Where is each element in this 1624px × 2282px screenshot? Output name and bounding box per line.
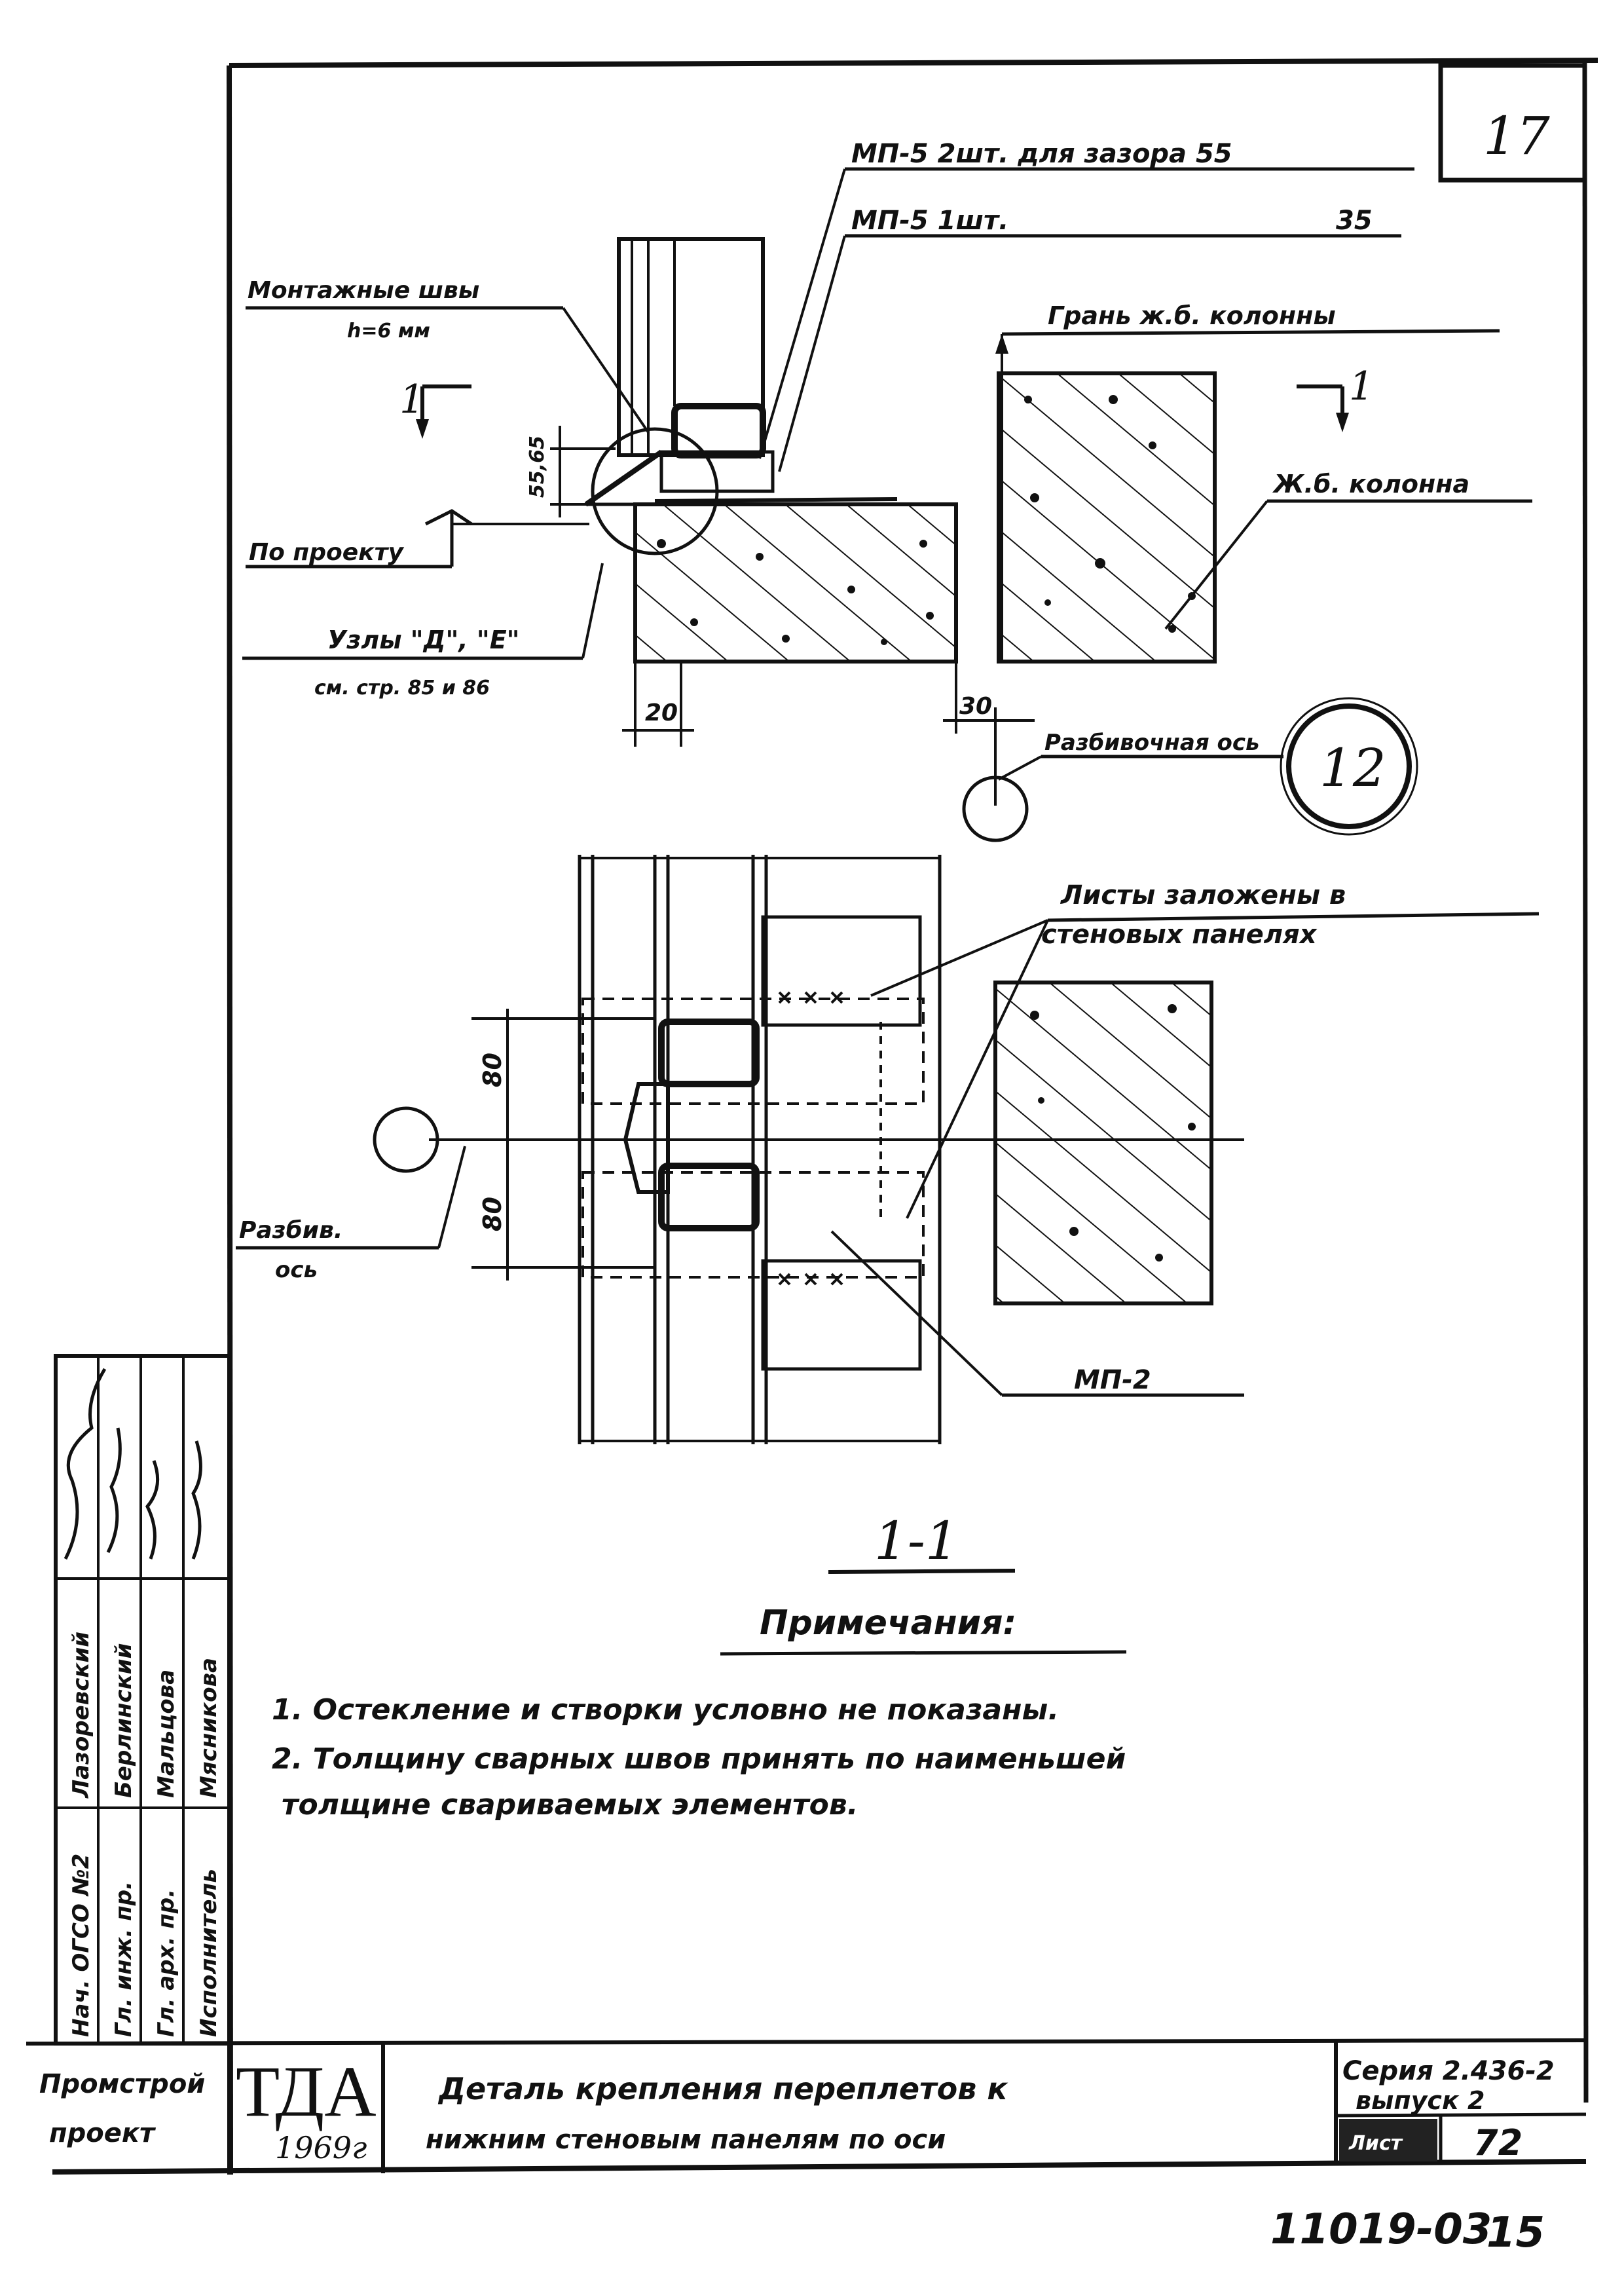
title-line-1: Деталь крепления переплетов к bbox=[437, 2071, 1008, 2106]
stamp-name-2: Берлинский bbox=[111, 1643, 137, 1798]
label-column-face: Грань ж.б. колонны bbox=[1048, 301, 1336, 330]
stamp-name-4: Мясникова bbox=[196, 1658, 222, 1798]
label-nodes: Узлы "Д", "Е" bbox=[327, 626, 519, 654]
section-view bbox=[242, 167, 1532, 842]
stamp-role-3: Гл. арх. пр. bbox=[153, 1889, 179, 2037]
note-2-line-2: толщине свариваемых элементов. bbox=[282, 1788, 858, 1822]
axis-number: 12 bbox=[1320, 738, 1386, 798]
notes-heading: Примечания: bbox=[760, 1603, 1016, 1643]
label-axis-short-2: ось bbox=[275, 1257, 318, 1283]
dim-bottom: 80 bbox=[478, 1197, 507, 1231]
title-line-2: нижним стеновым панелям по оси bbox=[426, 2125, 946, 2155]
title-block bbox=[26, 2038, 1587, 2175]
label-axis-short: Разбив. bbox=[239, 1217, 342, 1244]
label-weld-size: h=6 мм bbox=[347, 320, 430, 343]
label-sheets-embedded-2: стеновых панелях bbox=[1041, 920, 1318, 950]
org-line-1: Промстрой bbox=[39, 2069, 205, 2099]
callout-mp5-two: МП-5 2шт. для зазора 55 bbox=[851, 139, 1232, 169]
plan-view bbox=[236, 855, 1540, 1574]
dim-top: 80 bbox=[478, 1053, 507, 1087]
dim-left: 20 bbox=[645, 700, 678, 726]
label-per-project: По проекту bbox=[249, 539, 404, 566]
callout-mp5-one-value: 35 bbox=[1336, 206, 1373, 236]
stamp-role-4: Исполнитель bbox=[196, 1869, 222, 2037]
stamp-role-1: Нач. ОГСО №2 bbox=[68, 1854, 94, 2037]
label-sheets-embedded-1: Листы заложены в bbox=[1060, 880, 1346, 910]
org-line-2: проект bbox=[49, 2118, 157, 2148]
issue: выпуск 2 bbox=[1356, 2086, 1485, 2115]
dim-height: 55,65 bbox=[526, 436, 549, 498]
stamp-name-1: Лазоревский bbox=[68, 1632, 94, 1799]
notes-underline bbox=[720, 1650, 1127, 1656]
series: Серия 2.436-2 bbox=[1342, 2056, 1555, 2086]
label-mp2: МП-2 bbox=[1074, 1365, 1151, 1395]
label-nodes-ref: см. стр. 85 и 86 bbox=[314, 677, 490, 700]
stamp-role-2: Гл. инж. пр. bbox=[111, 1881, 137, 2037]
side-stamp bbox=[54, 1354, 231, 2046]
label-mount-welds: Монтажные швы bbox=[248, 277, 479, 304]
logo: ТДА bbox=[236, 2051, 377, 2131]
section-mark-left: 1 bbox=[399, 377, 424, 422]
label-column: Ж.б. колонна bbox=[1272, 470, 1469, 498]
section-title: 1-1 bbox=[874, 1510, 959, 1571]
page-number: 17 bbox=[1483, 105, 1550, 166]
year: 1969г bbox=[275, 2130, 367, 2165]
bottom-stamp-number: 15 bbox=[1486, 2209, 1545, 2257]
callout-mp5-one: МП-5 1шт. bbox=[851, 206, 1008, 236]
label-axis: Разбивочная ось bbox=[1044, 730, 1260, 756]
sheet-label: Лист bbox=[1348, 2132, 1403, 2155]
note-2-line-1: 2. Толщину сварных швов принять по наиме… bbox=[272, 1742, 1126, 1776]
signatures bbox=[64, 1368, 202, 1560]
dim-right: 30 bbox=[959, 693, 992, 720]
bottom-stamp-code: 11019-03 bbox=[1270, 2205, 1492, 2254]
stamp-name-3: Мальцова bbox=[153, 1670, 179, 1798]
note-1: 1. Остекление и створки условно не показ… bbox=[272, 1693, 1059, 1727]
section-mark-right: 1 bbox=[1349, 364, 1374, 409]
sheet-number: 72 bbox=[1473, 2122, 1522, 2163]
